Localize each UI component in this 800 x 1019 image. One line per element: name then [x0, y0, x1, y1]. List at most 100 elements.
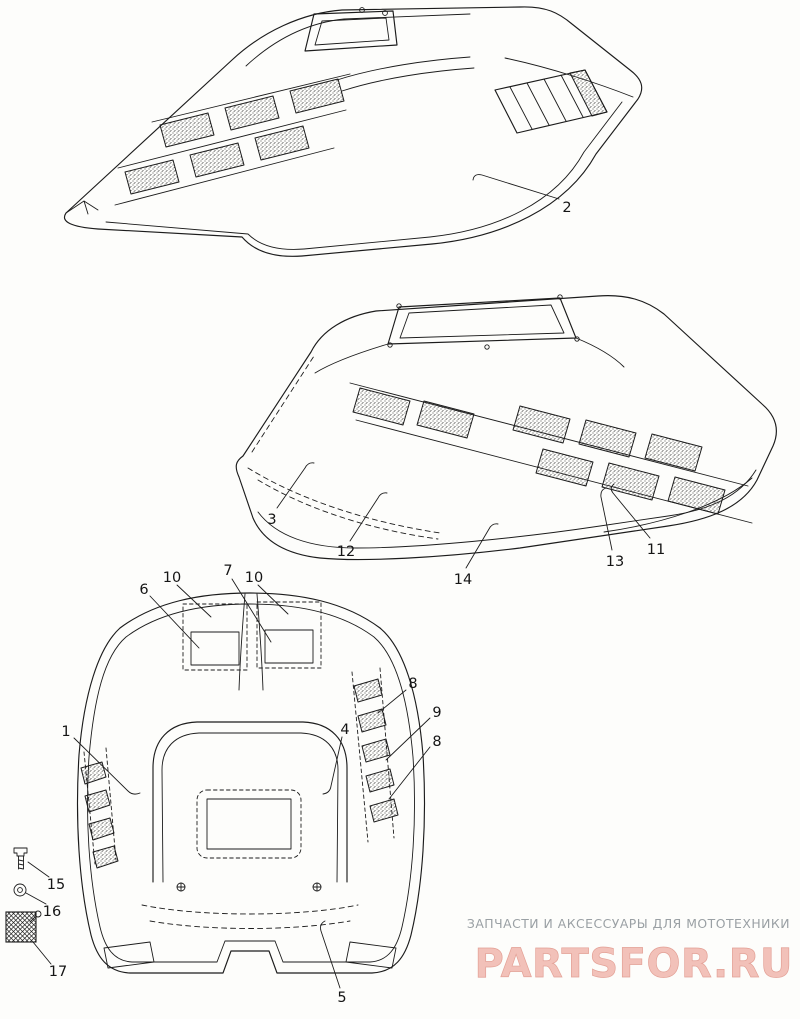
headlight-opening-outer: [304, 10, 398, 52]
vent-slat: [80, 761, 107, 785]
leader-line-17: [32, 941, 52, 965]
vent-slat: [84, 789, 111, 813]
hidden-edge-dashed: [257, 479, 439, 540]
vent-slat: [578, 419, 637, 458]
leader-line-1: [73, 737, 141, 795]
leader-line-11: [610, 483, 651, 539]
right-louver-rail: [351, 671, 369, 843]
watermark-tagline: ЗАПЧАСТИ И АКСЕССУАРЫ ДЛЯ МОТОТЕХНИКИ: [467, 916, 790, 931]
hood-outline-outer: [76, 592, 426, 974]
center-seam: [238, 593, 246, 691]
leader-line-5: [320, 920, 341, 989]
callout-11: 11: [647, 542, 665, 558]
vent-slat: [601, 462, 660, 501]
louver-slats: [509, 74, 584, 130]
leader-line-3: [276, 462, 315, 509]
vent-slat: [224, 95, 280, 131]
callout-2: 2: [562, 200, 571, 216]
callout-10a: 10: [163, 570, 181, 586]
vent-slat: [353, 678, 383, 703]
callout-1: 1: [61, 724, 70, 740]
vent-slat: [535, 448, 594, 487]
lower-dashed-curve: [141, 904, 359, 915]
leader-line-10a: [176, 584, 212, 618]
vent-box-left: [190, 631, 240, 666]
callout-8a: 8: [408, 676, 417, 692]
view-middle-hood: 3 12 14 13 11: [235, 294, 777, 588]
callout-14: 14: [454, 572, 472, 588]
bottom-slot-left: [103, 941, 155, 969]
callout-7: 7: [223, 563, 232, 579]
hood-outline-inner: [87, 603, 415, 963]
callout-13: 13: [606, 554, 624, 570]
hidden-edge-dashed: [247, 467, 441, 534]
vent-rail: [151, 73, 351, 123]
washer-icon: [13, 883, 27, 897]
left-louver-rail: [105, 747, 117, 861]
screw-icon: [484, 344, 490, 350]
screw-icon: [396, 303, 402, 309]
screw-icon: [557, 294, 563, 300]
leader-line-10b: [257, 584, 289, 615]
leader-line-2: [472, 174, 560, 200]
bolt-icon: [13, 847, 28, 870]
vent-slat: [667, 476, 726, 515]
hood-lip-line-2: [603, 477, 753, 533]
vent-slat: [512, 405, 571, 444]
hood-crease: [314, 343, 389, 374]
hood-outline: [64, 6, 643, 257]
screw-cross: [312, 882, 322, 892]
hood-lip-line: [105, 101, 623, 250]
callout-12: 12: [337, 544, 355, 560]
vent-slat: [88, 817, 115, 841]
screw-icon: [387, 342, 393, 348]
mesh-screen: [5, 911, 37, 943]
vent-slat: [416, 400, 475, 439]
view-front-hood: 6 10 7 10 8 9 8 1 4 15 16 17 5: [5, 563, 442, 1006]
screw-icon: [382, 10, 388, 16]
watermark-logo: PARTSFOR.RU: [474, 941, 793, 987]
leader-line-13: [600, 487, 613, 551]
callout-4: 4: [340, 722, 349, 738]
louver-vent-slat: [569, 69, 608, 117]
vent-slat: [124, 159, 180, 195]
watermark: ЗАПЧАСТИ И АКСЕССУАРЫ ДЛЯ МОТОТЕХНИКИ PA…: [467, 916, 793, 987]
callout-16: 16: [43, 904, 61, 920]
leader-line-15: [27, 861, 50, 878]
vent-slat: [289, 78, 345, 114]
decal-area-left: [182, 603, 248, 671]
vent-slat: [365, 768, 395, 793]
vent-slat: [369, 798, 399, 823]
callout-8b: 8: [432, 734, 441, 750]
vent-slat: [254, 125, 310, 161]
arch-opening-inner: [161, 732, 339, 883]
headlight-opening-inner: [399, 304, 565, 339]
bottom-slot-right: [345, 941, 397, 969]
callout-3: 3: [267, 512, 276, 528]
leader-line-6: [149, 595, 200, 649]
vent-slat: [92, 845, 119, 869]
vent-slat: [352, 387, 411, 426]
screw-icon: [34, 910, 42, 918]
arch-opening-outer: [152, 721, 348, 883]
lower-dashed-curve: [149, 920, 351, 929]
vent-slat: [357, 708, 387, 733]
leader-line-8a: [377, 689, 407, 714]
screw-icon: [359, 7, 365, 13]
callout-9: 9: [432, 705, 441, 721]
center-seam: [256, 593, 264, 691]
hood-outline: [235, 295, 777, 561]
accent-curve: [341, 67, 475, 92]
vent-rail: [114, 147, 335, 206]
hood-crease: [575, 337, 625, 368]
console-cutout-inner: [206, 798, 292, 850]
headlight-opening-inner: [314, 17, 390, 46]
vent-slat: [159, 112, 215, 148]
vent-slat: [189, 142, 245, 178]
leader-line-16: [25, 892, 47, 905]
accent-curve: [336, 56, 471, 81]
leader-line-12: [349, 492, 388, 542]
headlight-opening-outer: [387, 297, 577, 345]
